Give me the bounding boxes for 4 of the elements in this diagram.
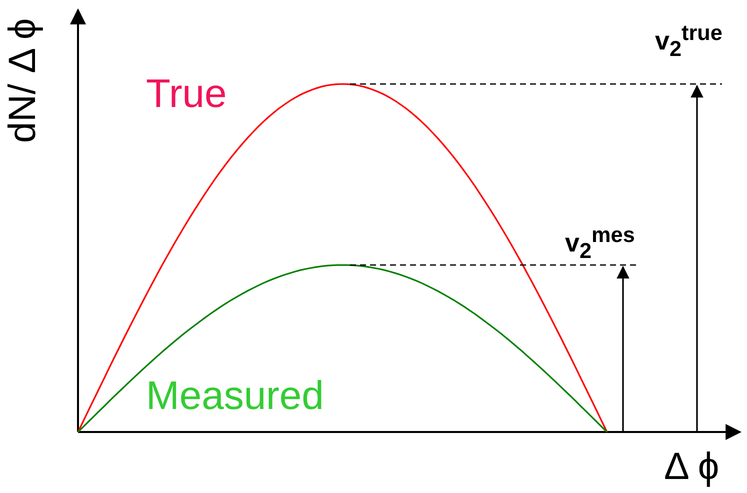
axis-title: Δ ϕ [664,448,720,486]
curve-label: True [146,74,227,114]
curve-label: Measured [146,376,324,416]
axis-title: dN/ Δ ϕ [4,18,42,143]
